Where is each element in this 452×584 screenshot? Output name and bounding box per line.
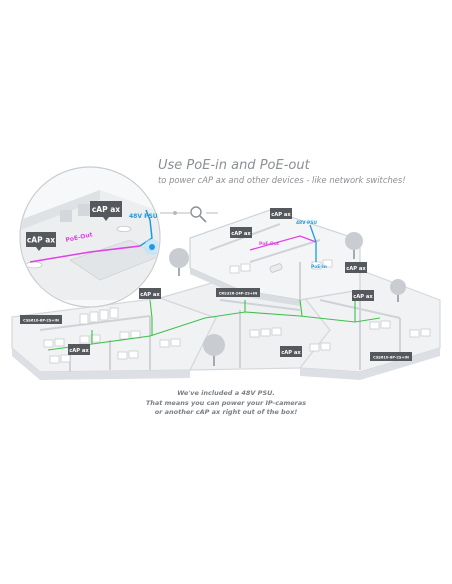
zoom-cap-label-text: cAP ax	[27, 236, 55, 245]
diagram-subtitle: to power cAP ax and other devices - like…	[158, 175, 406, 185]
switch-label-text: CRS326-24P-2S+IN	[219, 292, 258, 296]
zoom-bubble: cAP ax cAP ax PoE-Out 48V PSU	[19, 166, 161, 308]
diagram-title: Use PoE-in and PoE-out	[158, 158, 310, 173]
caption-line-1: We've included a 48V PSU.	[177, 389, 275, 397]
cap-label-6: cAP ax	[352, 290, 374, 301]
psu-cable-small	[309, 224, 317, 262]
cap-label-2: cAP ax	[270, 208, 292, 219]
poe-in-tag: PoE-In	[311, 264, 327, 270]
caption-line-2: That means you can power your IP-cameras	[145, 398, 307, 407]
building-floorplan	[11, 209, 441, 380]
cap-label-5: cAP ax	[345, 262, 367, 273]
poe-out-tag: PoE-Out	[259, 241, 279, 247]
cap-label-text: cAP ax	[69, 348, 89, 354]
cap-label-4: cAP ax	[68, 344, 90, 355]
switch-label-1: CSS610-8P-2S+IN	[20, 315, 62, 324]
diagram-caption: We've included a 48V PSU. That means you…	[0, 389, 452, 418]
cap-label-text: cAP ax	[346, 266, 366, 272]
psu-tag: 48V PSU	[296, 220, 317, 226]
switch-label-2: CRS326-24P-2S+IN	[216, 288, 260, 297]
cap-label-text: cAP ax	[271, 212, 291, 218]
switch-label-3: CSS610-8P-2S+IN	[370, 352, 412, 361]
switch-label-text: CSS610-8P-2S+IN	[373, 356, 409, 360]
poe-out-cable-small	[249, 235, 317, 251]
cap-label-text: cAP ax	[140, 292, 160, 298]
cap-label-text: cAP ax	[281, 350, 301, 356]
ethernet-cabling	[47, 299, 381, 351]
cap-label-text: cAP ax	[231, 231, 251, 237]
cap-label-7: cAP ax	[280, 346, 302, 357]
cap-label-3: cAP ax	[139, 288, 161, 299]
cap-label-1: cAP ax	[230, 227, 252, 238]
zoom-psu-tag: 48V PSU	[129, 213, 158, 220]
cap-label-text: cAP ax	[353, 294, 373, 300]
caption-line-3: or another cAP ax right out of the box!	[154, 408, 298, 416]
zoom-cap-label-left: cAP ax	[26, 232, 56, 251]
zoom-cap-label-right: cAP ax	[90, 201, 122, 221]
switch-label-text: CSS610-8P-2S+IN	[23, 319, 59, 323]
camera-icon	[269, 263, 283, 273]
zoom-cap-label-text: cAP ax	[92, 205, 120, 214]
magnifier-icon	[160, 206, 218, 223]
tree-decoration	[169, 232, 406, 366]
